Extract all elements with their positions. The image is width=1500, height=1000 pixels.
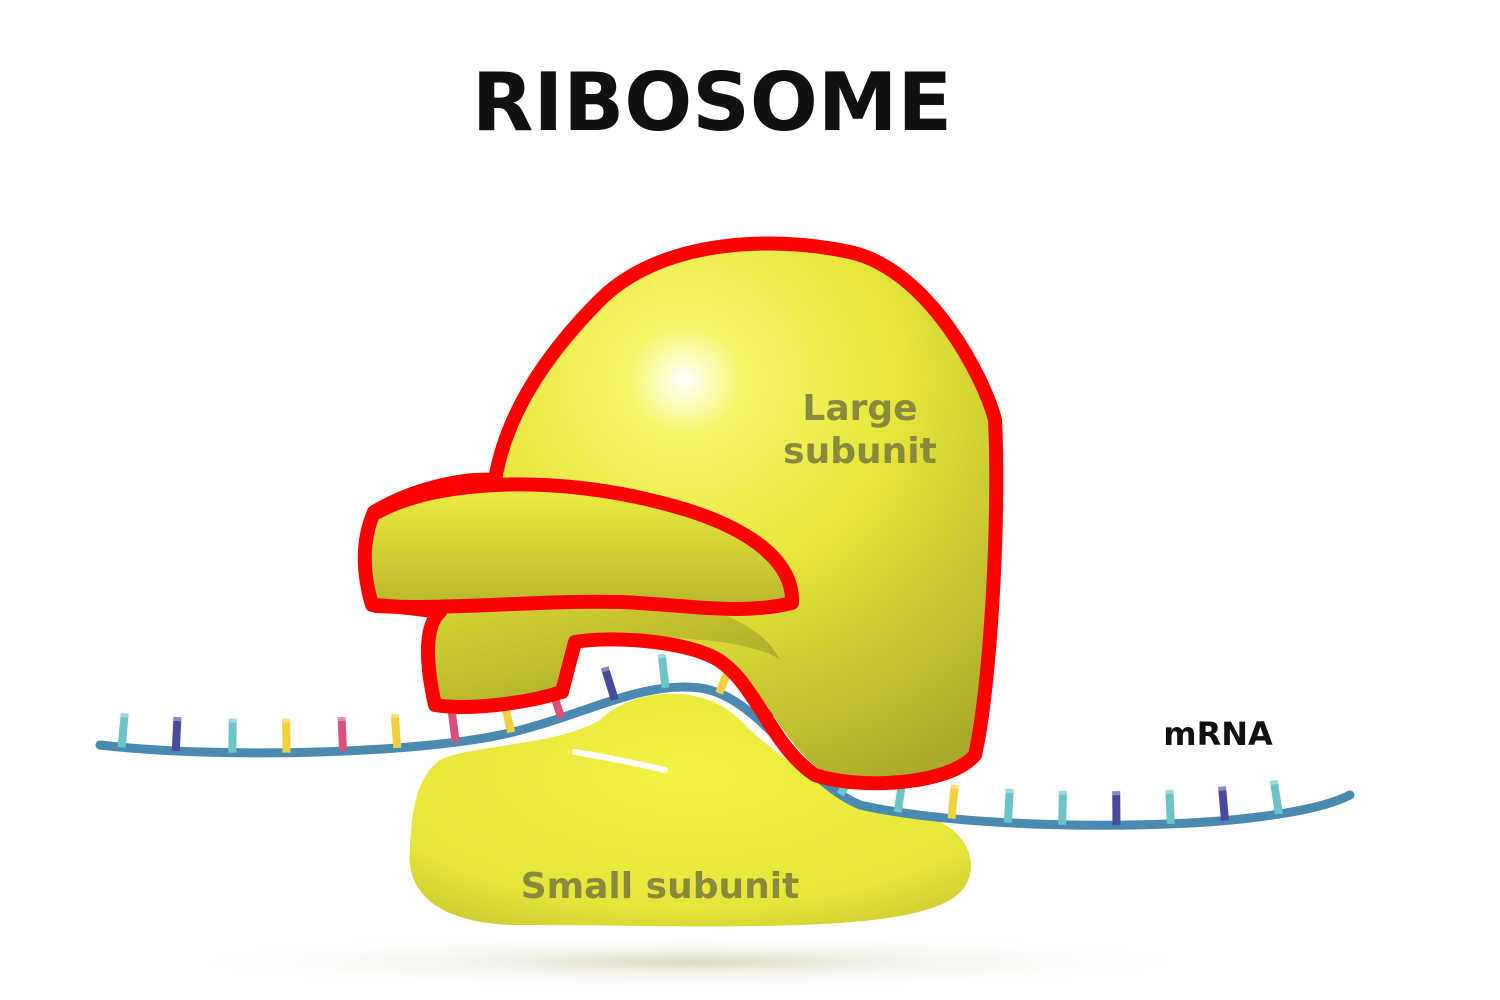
nucleotide-tick bbox=[1269, 779, 1283, 815]
nucleotide-tick bbox=[1218, 786, 1229, 821]
nucleotide-tick bbox=[447, 707, 460, 743]
nucleotide-tick bbox=[337, 716, 348, 752]
highlight-outline-horn bbox=[369, 477, 799, 616]
nucleotide-tick-cap bbox=[600, 666, 610, 673]
nucleotide-tick bbox=[947, 784, 959, 820]
nucleotide-tick bbox=[1003, 788, 1014, 823]
large-subunit-label-line2: subunit bbox=[783, 431, 937, 472]
large-subunit-label-line1: Large bbox=[802, 388, 917, 429]
diagram-title: RIBOSOME bbox=[472, 56, 952, 149]
small-subunit-shape bbox=[409, 693, 972, 927]
small-subunit-groove bbox=[572, 749, 668, 773]
small-subunit-label: Small subunit bbox=[521, 866, 800, 907]
ground-shadow bbox=[170, 934, 1210, 990]
nucleotide-tick bbox=[657, 653, 670, 689]
nucleotide-tick bbox=[117, 713, 129, 748]
nucleotide-ticks bbox=[117, 653, 1283, 826]
large-subunit-jaw bbox=[434, 593, 780, 702]
nucleotide-tick bbox=[1058, 790, 1067, 825]
nucleotide-tick-cap bbox=[1269, 779, 1279, 786]
nucleotide-tick bbox=[171, 716, 182, 752]
mrna-label: mRNA bbox=[1163, 715, 1273, 753]
nucleotide-tick bbox=[390, 713, 402, 749]
nucleotide-tick bbox=[1165, 789, 1175, 825]
nucleotide-tick bbox=[600, 666, 619, 701]
